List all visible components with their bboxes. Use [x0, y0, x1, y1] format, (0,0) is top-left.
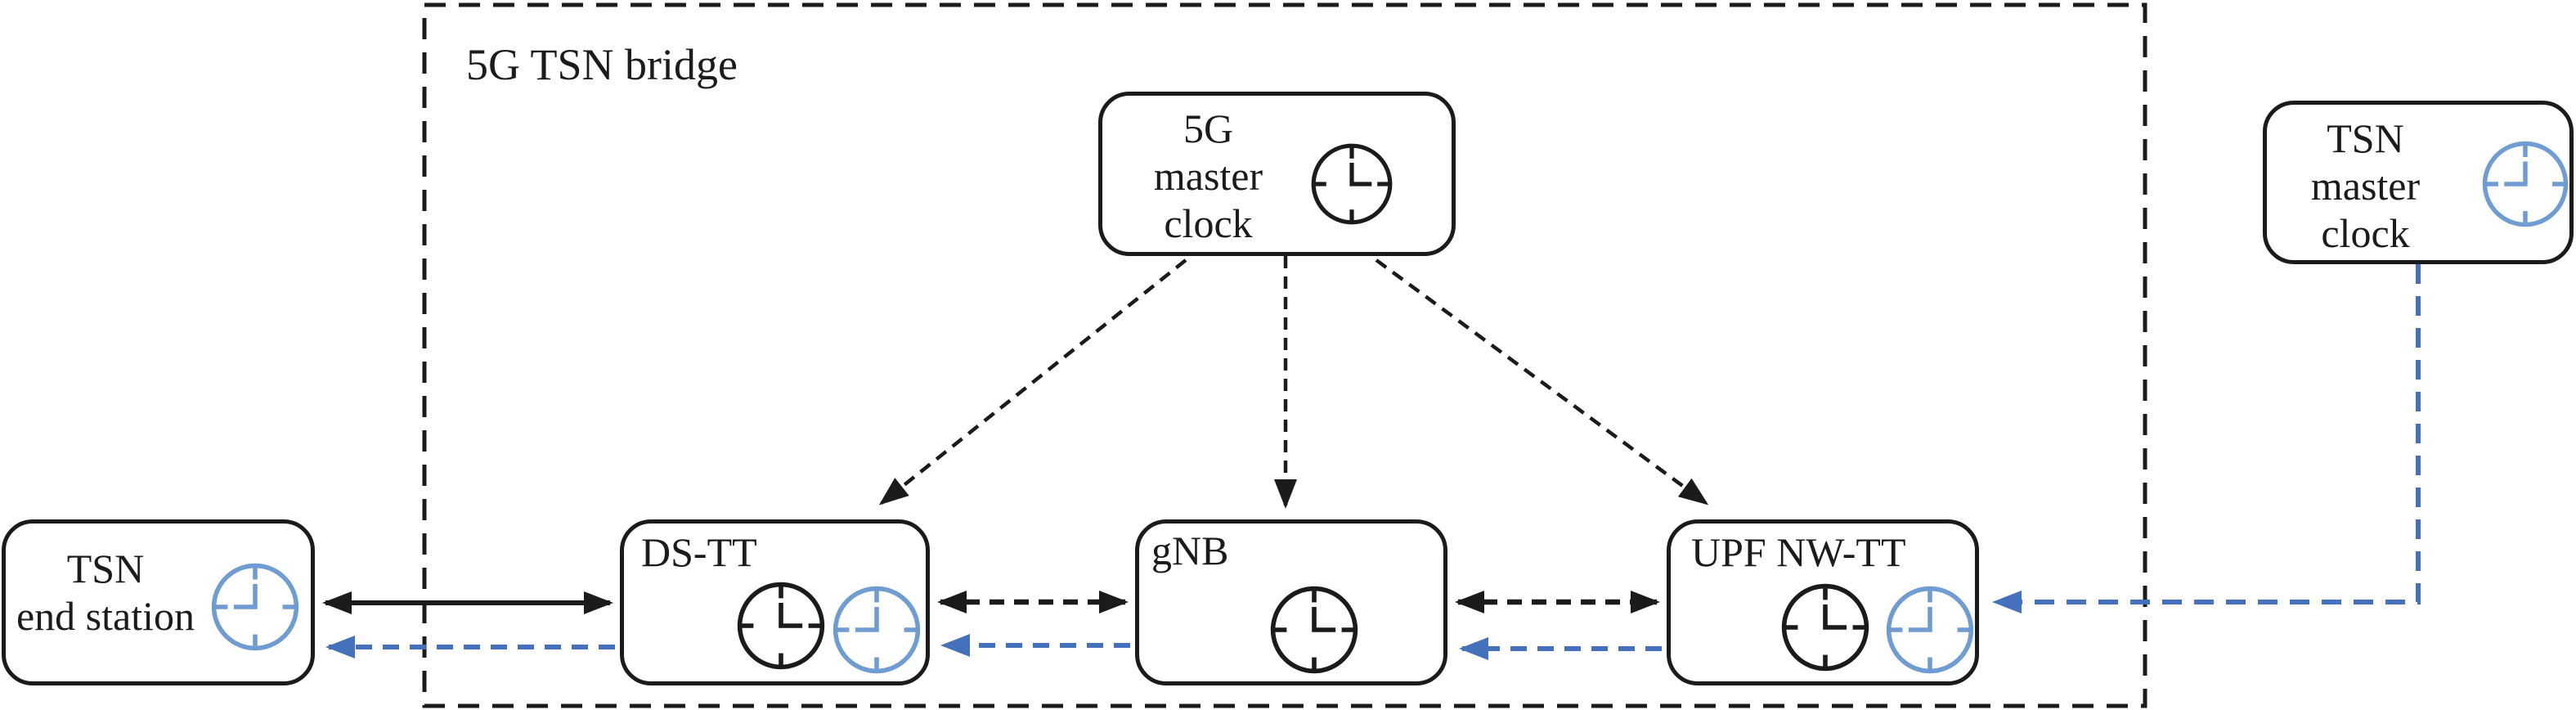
edge-5gmaster-to-upf — [1375, 258, 1709, 506]
label-upf-nw-tt: UPF NW-TT — [1691, 529, 1906, 575]
clock-icon-ds-tt-black — [735, 580, 827, 672]
bridge-label: 5G TSN bridge — [466, 40, 738, 89]
label-tsn-end-station: TSN end station — [16, 546, 195, 639]
clock-icon-upf-blue — [1884, 584, 1976, 676]
clock-icon-ds-tt-blue — [831, 584, 922, 676]
label-ds-tt: DS-TT — [641, 529, 757, 575]
edge-5gmaster-to-dstt — [878, 258, 1187, 506]
clock-icon-tsn-master — [2480, 139, 2570, 229]
clock-icon-tsn-end-station — [209, 561, 301, 653]
clock-icon-upf-black — [1779, 582, 1871, 673]
label-gnb: gNB — [1151, 528, 1229, 573]
label-tsn-master-clock: TSN master clock — [2310, 115, 2421, 256]
clock-icon-gnb — [1268, 584, 1360, 676]
clock-icon-5g-master — [1309, 142, 1394, 227]
label-5g-master-clock: 5G master clock — [1153, 106, 1263, 246]
edge-tsnmaster-to-upf-blue — [1992, 264, 2421, 613]
node-tsn-end-station — [2, 519, 315, 685]
